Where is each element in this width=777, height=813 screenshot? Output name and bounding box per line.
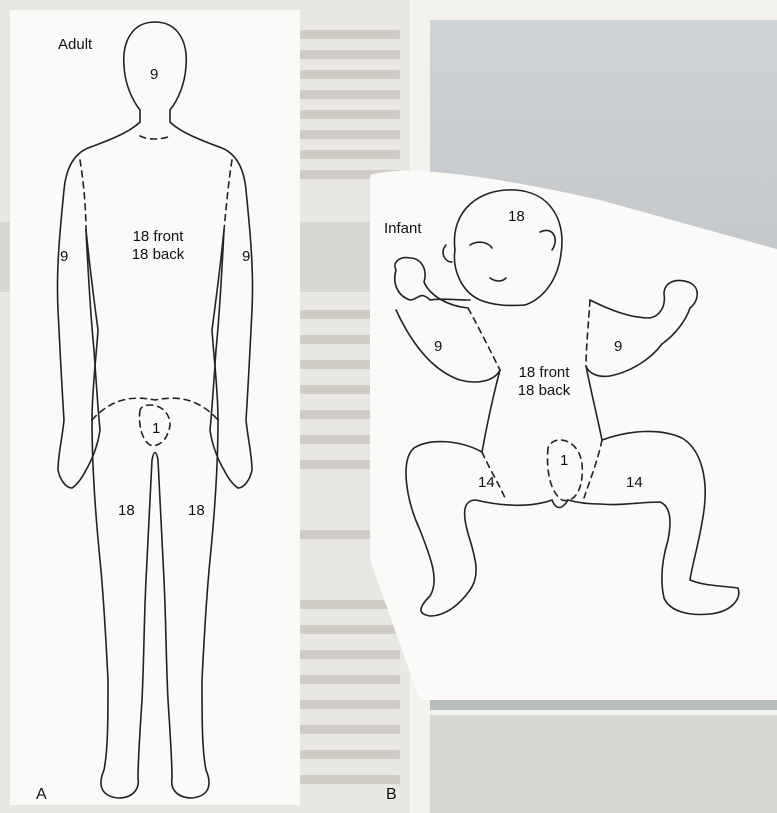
adult-perineum-percent: 1 [152, 420, 160, 437]
infant-left-arm-percent: 9 [434, 338, 442, 355]
panel-b-letter: B [386, 786, 397, 803]
adult-trunk-front-percent: 18 front [118, 228, 198, 245]
infant-trunk-back-percent: 18 back [504, 382, 584, 399]
infant-perineum-percent: 1 [560, 452, 568, 469]
infant-right-arm-percent: 9 [614, 338, 622, 355]
panel-b-background [370, 171, 777, 700]
adult-right-arm-percent: 9 [242, 248, 250, 265]
panel-a-letter: A [36, 786, 47, 803]
infant-right-leg-percent: 14 [626, 474, 643, 491]
infant-head-percent: 18 [508, 208, 525, 225]
infant-trunk-front-percent: 18 front [504, 364, 584, 381]
adult-left-arm-percent: 9 [60, 248, 68, 265]
adult-left-leg-percent: 18 [118, 502, 135, 519]
infant-left-leg-percent: 14 [478, 474, 495, 491]
panel-b-title: Infant [384, 220, 422, 237]
adult-trunk-back-percent: 18 back [118, 246, 198, 263]
panel-a-title: Adult [58, 36, 92, 53]
panel-a-background [10, 10, 300, 805]
adult-head-percent: 9 [150, 66, 158, 83]
adult-right-leg-percent: 18 [188, 502, 205, 519]
